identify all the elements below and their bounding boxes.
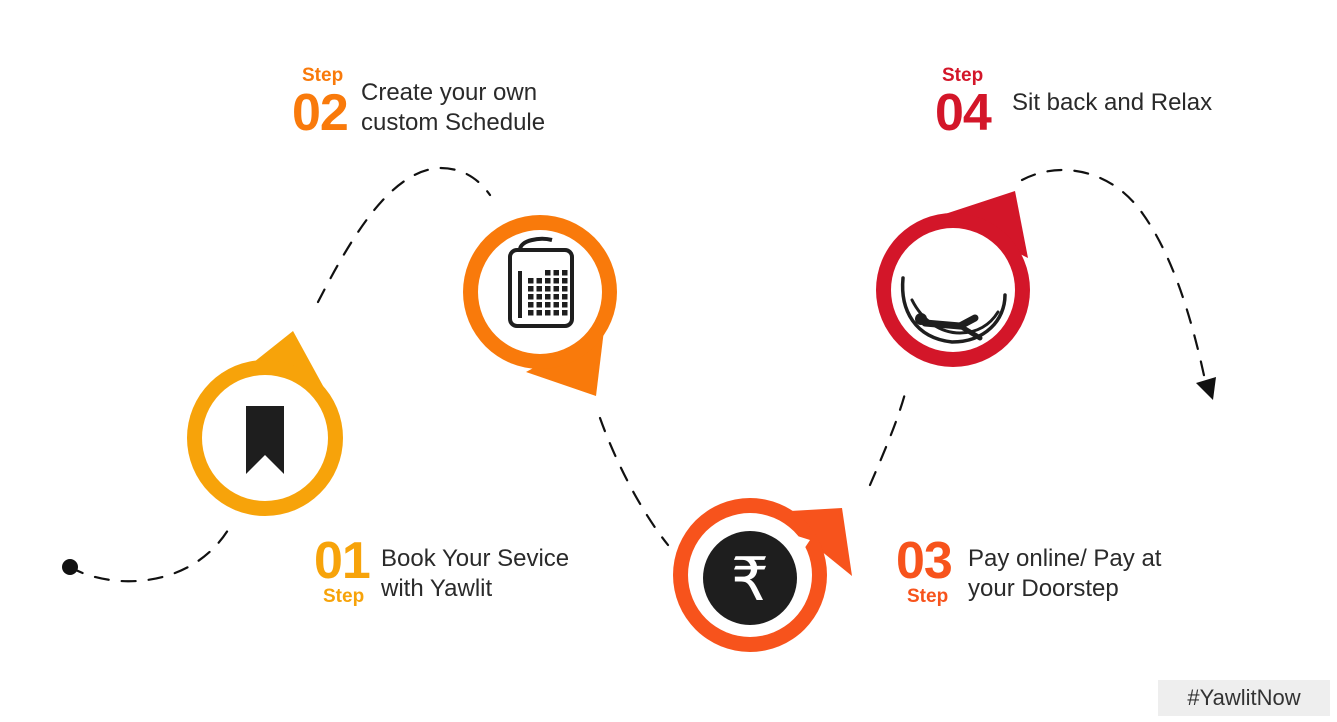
step-04-line1: Sit back and Relax — [1012, 89, 1213, 116]
step-02-line2: custom Schedule — [361, 109, 546, 136]
dashed-journey-path — [68, 166, 1207, 583]
step-02-word: Step — [302, 65, 344, 86]
calendar-day-dot — [562, 294, 568, 300]
step-02-number: 02 — [292, 84, 349, 142]
calendar-day-dot — [536, 310, 542, 316]
calendar-day-dot — [528, 278, 534, 284]
calendar-day-dot — [553, 310, 559, 316]
hashtag-badge: #YawlitNow — [1158, 680, 1330, 716]
step-03-word: Step — [907, 586, 949, 607]
calendar-day-dot — [528, 310, 534, 316]
calendar-day-dot — [553, 286, 559, 292]
calendar-day-dot — [536, 286, 542, 292]
calendar-day-dot — [528, 294, 534, 300]
step-02-line1: Create your own — [361, 79, 538, 106]
calendar-day-dot — [545, 278, 551, 284]
step-03-number: 03 — [896, 532, 953, 590]
calendar-day-dot — [562, 310, 568, 316]
calendar-day-dot — [528, 302, 534, 308]
step-01-line1: Book Your Sevice — [381, 545, 570, 572]
calendar-day-dot — [553, 302, 559, 308]
calendar-day-dot — [553, 294, 559, 300]
coin-bite — [772, 528, 810, 555]
calendar-day-dot — [545, 270, 551, 276]
calendar-day-dot — [536, 278, 542, 284]
calendar-day-dot — [562, 278, 568, 284]
step-01-word: Step — [323, 586, 365, 607]
bookmark-icon — [246, 406, 284, 474]
step-03-line1: Pay online/ Pay at — [968, 545, 1162, 572]
step-02-description: Create your own custom Schedule — [361, 78, 545, 138]
calendar-day-dot — [562, 302, 568, 308]
rupee-coin — [703, 531, 797, 625]
step-01-line2: with Yawlit — [381, 575, 493, 602]
calendar-day-dot — [545, 310, 551, 316]
calendar-day-dot — [545, 302, 551, 308]
calendar-day-dot — [562, 270, 568, 276]
calendar-day-dot — [528, 286, 534, 292]
step-01-number: 01 — [314, 532, 371, 590]
calendar-day-dot — [545, 294, 551, 300]
calendar-icon — [508, 236, 574, 328]
step-04-number: 04 — [935, 84, 992, 142]
calendar-day-dot — [553, 270, 559, 276]
path-start-dot — [62, 559, 78, 575]
step-04-marker — [876, 191, 1030, 367]
path-end-arrowhead — [1196, 377, 1216, 400]
step-04-word: Step — [942, 65, 984, 86]
rupee-icon: ₹ — [731, 545, 769, 615]
calendar-day-dot — [536, 302, 542, 308]
step-01-description: Book Your Sevice with Yawlit — [381, 544, 569, 604]
calendar-day-dot — [562, 286, 568, 292]
calendar-day-dot — [536, 294, 542, 300]
calendar-margin-line — [518, 271, 522, 318]
relax-person-head — [915, 313, 927, 325]
step-01-marker — [187, 331, 343, 516]
step-02-marker — [463, 215, 617, 396]
step-04-description: Sit back and Relax — [1012, 88, 1212, 118]
calendar-day-dot — [553, 278, 559, 284]
step-03-description: Pay online/ Pay at your Doorstep — [968, 544, 1161, 604]
step-03-line2: your Doorstep — [968, 575, 1119, 602]
calendar-day-dot — [545, 286, 551, 292]
step-03-marker: ₹ — [673, 498, 852, 652]
